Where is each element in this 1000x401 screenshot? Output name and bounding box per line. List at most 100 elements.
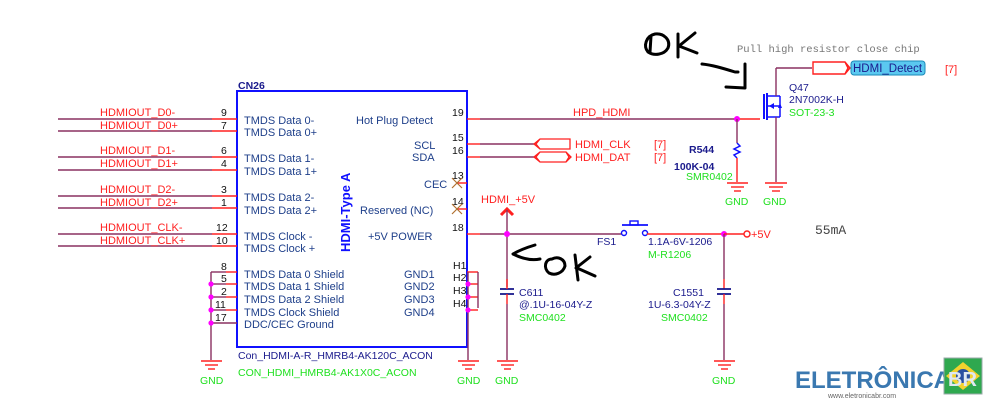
- fs1-ref: FS1: [597, 236, 616, 248]
- hdmi-5v-rail: HDMI_+5V C611 @.1U-16-04Y-Z SMC0402: [481, 194, 593, 360]
- current-note: 55mA: [815, 223, 846, 238]
- connector-refdes: CN26: [238, 80, 265, 92]
- ground-symbol: GND: [457, 360, 481, 387]
- connector-type-label: HDMI-Type A: [338, 172, 353, 252]
- q47-value: 2N7002K-H: [789, 94, 844, 106]
- pin-number: 3: [221, 184, 227, 196]
- connector-part-name: Con_HDMI-A-R_HMRB4-AK120C_ACON: [238, 350, 433, 362]
- pin-name: TMDS Data 2-: [244, 192, 315, 204]
- net-label: HDMIOUT_D1+: [100, 158, 178, 170]
- pin-name: GND1: [404, 269, 435, 281]
- pin-number: 2: [221, 286, 227, 298]
- net-label: HDMIOUT_D2+: [100, 197, 178, 209]
- fs1-package: M-R1206: [648, 249, 691, 261]
- pin-name: GND2: [404, 281, 435, 293]
- watermark-url: www.eletronicabr.com: [827, 393, 896, 400]
- hpd-net-label: HPD_HDMI: [573, 107, 630, 119]
- pin-name: Reserved (NC): [360, 205, 433, 217]
- pin-number: 17: [215, 312, 227, 324]
- pin-number: 10: [216, 235, 228, 247]
- junction-dot: [504, 231, 510, 237]
- pin-name: GND3: [404, 294, 435, 306]
- left-pin-group: HDMIOUT_D0- 9 TMDS Data 0- HDMIOUT_D0+ 7…: [58, 107, 317, 255]
- ground-symbol: GND: [200, 360, 224, 387]
- connector-body: [236, 90, 468, 348]
- pin-number: 11: [215, 299, 226, 311]
- pin-number: 14: [452, 196, 464, 208]
- pin-name: TMDS Data 0+: [244, 127, 317, 139]
- c611-package: SMC0402: [519, 312, 566, 324]
- pin-number: H2: [453, 272, 467, 284]
- mosfet-q47: Q47 2N7002K-H SOT-23-3: [763, 67, 844, 182]
- r544-ref: R544: [689, 144, 714, 156]
- power-port-icon: [743, 230, 751, 238]
- power-arrow-icon: [499, 206, 515, 217]
- pin-number: 4: [221, 158, 227, 170]
- connector-footprint: CON_HDMI_HMRB4-AK1X0C_ACON: [238, 367, 417, 379]
- fs1-value: 1.1A-6V-1206: [648, 236, 712, 248]
- gnd-label: GND: [495, 375, 519, 387]
- resistor-r544: R544 100K-04 SMR0402: [674, 116, 742, 183]
- gnd-label: GND: [712, 375, 736, 387]
- pin-number: 18: [452, 222, 464, 234]
- pin-name: TMDS Clock Shield: [244, 307, 339, 319]
- pin-number: 12: [216, 222, 228, 234]
- pin-name: TMDS Data 1 Shield: [244, 281, 344, 293]
- c1551-value: 1U-6.3-04Y-Z: [648, 299, 711, 311]
- pin-name: CEC: [424, 179, 447, 191]
- net-label: HDMIOUT_CLK-: [100, 222, 183, 234]
- net-label: HDMIOUT_D2-: [100, 184, 176, 196]
- watermark-br: BR: [948, 369, 977, 391]
- r544-package: SMR0402: [686, 171, 733, 183]
- pin-number: H3: [453, 285, 467, 297]
- capacitor-c1551: C1551 1U-6.3-04Y-Z SMC0402: [648, 234, 731, 360]
- pin-name: GND4: [404, 307, 435, 319]
- no-connect-marker: [451, 177, 463, 189]
- pin-name: +5V POWER: [368, 231, 433, 243]
- scl-port-symbol: [532, 138, 571, 150]
- gnd-label: GND: [200, 375, 224, 387]
- pin-number: 9: [221, 107, 227, 119]
- scl-net-label[interactable]: HDMI_CLK: [575, 139, 631, 151]
- c611-ref: C611: [519, 287, 543, 299]
- pin-number: 6: [221, 145, 227, 157]
- sda-net-label[interactable]: HDMI_DAT: [575, 152, 631, 164]
- r544-value: 100K-04: [674, 161, 714, 173]
- c1551-package: SMC0402: [661, 312, 708, 324]
- sda-page-ref[interactable]: [7]: [654, 152, 666, 164]
- pin-name: TMDS Data 0-: [244, 115, 315, 127]
- net-label: HDMIOUT_CLK+: [100, 235, 185, 247]
- pin-name: TMDS Data 1+: [244, 166, 317, 178]
- no-connect-marker: [451, 203, 463, 215]
- pin-number: H1: [453, 260, 467, 272]
- pin-number: H4: [453, 298, 467, 310]
- scl-page-ref[interactable]: [7]: [654, 139, 666, 151]
- pin-number: 8: [221, 261, 227, 273]
- c1551-ref: C1551: [673, 287, 704, 299]
- watermark-brand: ELETRÔNICA: [795, 366, 951, 394]
- pin-name: SCL: [414, 140, 435, 152]
- vcc-5v-label[interactable]: +5V: [751, 229, 772, 241]
- pin-number: 13: [452, 170, 464, 182]
- gnd-label: GND: [763, 196, 787, 208]
- c611-value: @.1U-16-04Y-Z: [519, 299, 593, 311]
- q47-package: SOT-23-3: [789, 107, 835, 119]
- handwritten-ok-top: [644, 31, 747, 90]
- hdmi-5v-label[interactable]: HDMI_+5V: [481, 194, 536, 206]
- net-label: HDMIOUT_D0-: [100, 107, 176, 119]
- pin-number: 16: [452, 145, 464, 157]
- gnd-label: GND: [457, 375, 481, 387]
- pin-name: TMDS Clock -: [244, 231, 313, 243]
- watermark-logo: ELETRÔNICA BR www.eletronicabr.com: [795, 357, 983, 400]
- ground-symbol: GND: [725, 182, 749, 208]
- pin-number: 19: [452, 107, 464, 119]
- fuse-fs1: FS1 1.1A-6V-1206 M-R1206 +5V: [597, 220, 772, 261]
- pullup-note: Pull high resistor close chip: [737, 44, 920, 56]
- gnd-label: GND: [725, 196, 749, 208]
- hdmi-detect-label[interactable]: HDMI_Detect: [853, 63, 923, 75]
- hdmi-detect-page-ref[interactable]: [7]: [945, 64, 957, 76]
- pin-name: DDC/CEC Ground: [244, 319, 334, 331]
- hdmi-detect-port[interactable]: HDMI_Detect [7]: [812, 60, 957, 76]
- pin-number: 5: [221, 273, 227, 285]
